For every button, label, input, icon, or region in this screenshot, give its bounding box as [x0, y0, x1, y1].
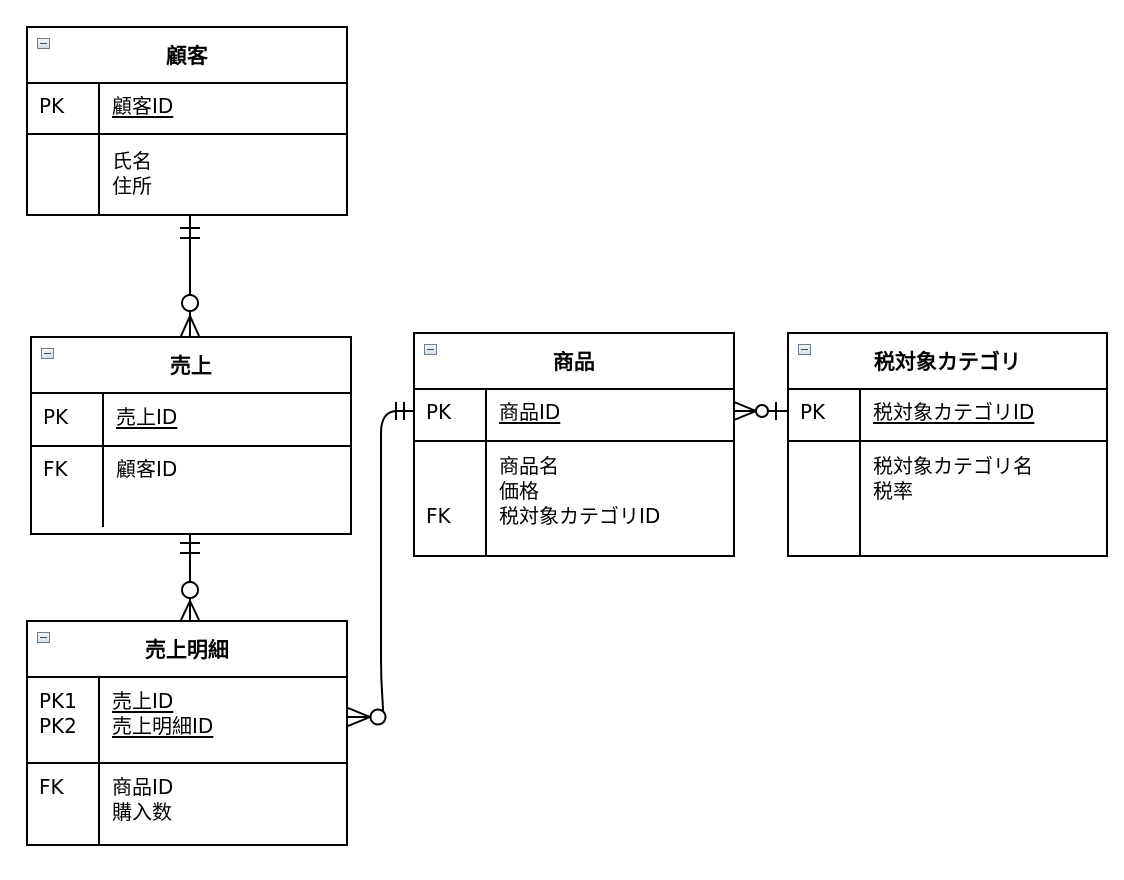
- entity-customer[interactable]: 顧客 PK 顧客ID 氏名 住所: [26, 26, 348, 216]
- pk-label: PK2: [39, 714, 77, 738]
- entity-tax-category[interactable]: 税対象カテゴリ PK 税対象カテゴリID 税対象カテゴリ名 税率: [787, 332, 1108, 557]
- zero-mark: [369, 708, 387, 726]
- collapse-icon[interactable]: [37, 38, 50, 49]
- entity-header: 商品: [415, 334, 733, 390]
- zero-mark: [181, 581, 199, 599]
- pk-attribute: 顧客ID: [112, 94, 174, 118]
- attribute: 商品名: [499, 454, 559, 478]
- fk-label: FK: [32, 447, 104, 527]
- rel-product-taxcategory: [733, 401, 787, 421]
- pk-label: PK1: [39, 689, 77, 713]
- zero-mark: [755, 404, 769, 418]
- attribute: 氏名: [112, 149, 152, 173]
- entity-title: 税対象カテゴリ: [874, 350, 1021, 374]
- attribute-row: FK 商品名 価格 税対象カテゴリID: [415, 440, 733, 555]
- crowfoot-mark: [733, 401, 757, 412]
- attribute-row: 税対象カテゴリ名 税率: [789, 440, 1106, 555]
- attribute: 税対象カテゴリ名: [873, 454, 1033, 478]
- entity-sales-detail[interactable]: 売上明細 PK1 PK2 売上ID 売上明細ID FK 商品ID 購入数: [26, 620, 348, 846]
- pk-attribute: 税対象カテゴリID: [873, 400, 1035, 424]
- pk-row: PK 顧客ID: [28, 84, 346, 133]
- entity-sales[interactable]: 売上 PK 売上ID FK 顧客ID: [30, 336, 352, 535]
- entity-header: 税対象カテゴリ: [789, 334, 1106, 390]
- key-column: [789, 442, 861, 555]
- pk-attribute: 売上ID: [116, 405, 178, 429]
- pk-row: PK1 PK2 売上ID 売上明細ID: [28, 678, 346, 762]
- pk-attribute: 売上明細ID: [112, 714, 214, 738]
- entity-title: 顧客: [166, 44, 208, 68]
- attribute: 税率: [873, 479, 913, 503]
- pk-row: PK 商品ID: [415, 390, 733, 440]
- pk-label: PK: [32, 394, 104, 445]
- attribute: 購入数: [112, 800, 172, 824]
- entity-title: 商品: [553, 350, 595, 374]
- entity-header: 売上: [32, 338, 350, 394]
- attribute: 価格: [499, 479, 539, 503]
- collapse-icon[interactable]: [37, 632, 50, 643]
- fk-attribute: 顧客ID: [116, 457, 178, 481]
- zero-mark: [181, 294, 199, 312]
- entity-title: 売上: [170, 354, 212, 378]
- rel-salesdetail-product: [347, 402, 413, 727]
- collapse-icon[interactable]: [798, 344, 811, 355]
- fk-label: FK: [28, 764, 100, 844]
- attribute: 住所: [112, 174, 152, 198]
- crowfoot-mark: [180, 315, 191, 337]
- pk-attribute: 売上ID: [112, 689, 174, 713]
- rel-sales-salesdetail: [180, 534, 200, 621]
- entity-title: 売上明細: [145, 638, 229, 662]
- entity-header: 顧客: [28, 28, 346, 84]
- pk-row: PK 売上ID: [32, 394, 350, 445]
- pk-label: PK: [415, 390, 487, 440]
- crowfoot-mark: [180, 600, 191, 621]
- crowfoot-mark: [347, 707, 371, 718]
- fk-attribute: 税対象カテゴリID: [499, 504, 661, 528]
- pk-attribute: 商品ID: [499, 400, 561, 424]
- fk-label: FK: [415, 442, 487, 555]
- entity-header: 売上明細: [28, 622, 346, 678]
- pk-labels: PK1 PK2: [28, 678, 100, 762]
- collapse-icon[interactable]: [41, 348, 54, 359]
- attribute-row: FK 商品ID 購入数: [28, 762, 346, 844]
- entity-product[interactable]: 商品 PK 商品ID FK 商品名 価格 税対象カテゴリID: [413, 332, 735, 557]
- attribute-row: 氏名 住所: [28, 133, 346, 214]
- attribute-row: FK 顧客ID: [32, 445, 350, 533]
- pk-label: PK: [28, 84, 100, 133]
- attribute: 商品ID: [112, 775, 174, 799]
- key-column: [28, 135, 100, 214]
- rel-customer-sales: [180, 215, 200, 337]
- pk-label: PK: [789, 390, 861, 440]
- collapse-icon[interactable]: [424, 344, 437, 355]
- pk-row: PK 税対象カテゴリID: [789, 390, 1106, 440]
